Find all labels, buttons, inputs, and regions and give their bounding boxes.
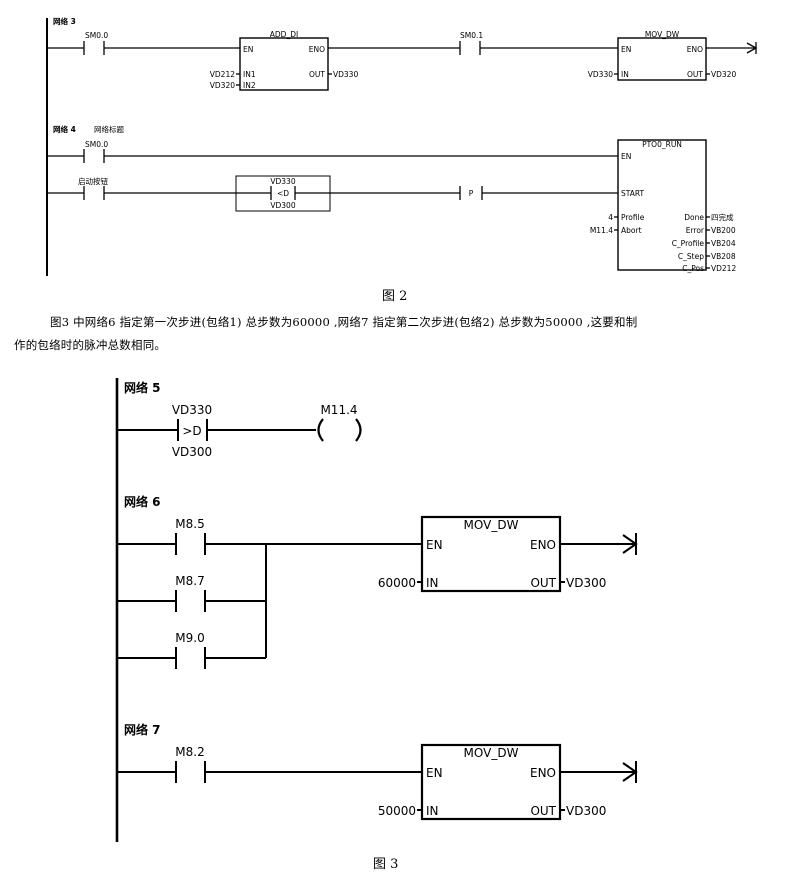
n4-title: 网络 4 [53,124,76,134]
n3-title: 网络 3 [53,16,76,26]
n6-box-out: OUT [530,576,556,590]
fig2-mov-dw-box [617,37,707,81]
n4-output-c-step: C_Step [678,252,704,261]
fig3-n6-mov-dw-box [420,515,562,593]
n3-box1-title: ADD_DI [270,30,298,39]
fig2-add-di-box [239,37,329,91]
n4-compare-op: <D [277,189,289,198]
n4-comment: 网络标题 [94,124,124,134]
figure3-caption: 图 3 [373,857,399,872]
n3-box2-en: EN [621,45,631,54]
n6-box-out-val: VD300 [566,576,606,590]
n7-title: 网络 7 [124,722,161,737]
n3-box2-out-val: VD320 [711,70,736,79]
n7-box-in: IN [426,804,439,818]
n3-box1-in1-val: VD212 [210,70,235,79]
paragraph-line2: 作的包络时的脉冲总数相同。 [14,338,167,352]
n3-box1-out-val: VD330 [333,70,358,79]
n3-box2-title: MOV_DW [645,30,680,39]
n6-box-in-val: 60000 [378,576,416,590]
n3-box2-in-val: VD330 [588,70,613,79]
n3-box1-in1: IN1 [243,70,256,79]
n6-contact-m85: M8.5 [175,517,204,531]
n6-contact-m90: M9.0 [175,631,204,645]
n4-box-title: PTO0_RUN [642,140,682,149]
n3-box2-in: IN [621,70,629,79]
n4-output-done-val: 四完成 [711,212,734,222]
n4-input-profile: Profile [621,213,645,222]
n4-compare-top: VD330 [270,177,295,186]
n3-box1-in2-val: VD320 [210,81,235,90]
n3-box2-out: OUT [687,70,703,79]
n5-cmp-bottom: VD300 [172,445,212,459]
n7-box-in-val: 50000 [378,804,416,818]
n3-box2-eno: ENO [687,45,703,54]
fig2-pto-run-box [617,139,707,271]
n6-box-eno: ENO [530,538,556,552]
n7-box-eno: ENO [530,766,556,780]
n4-contact1-label: SM0.0 [85,140,108,149]
n4-compare-bottom: VD300 [270,201,295,210]
n4-output-c-profile-val: VB204 [711,239,736,248]
n4-output-error: Error [686,226,705,235]
n6-box-in: IN [426,576,439,590]
n7-box-en: EN [426,766,443,780]
n3-contact1-label: SM0.0 [85,31,108,40]
n7-box-out-val: VD300 [566,804,606,818]
n6-title: 网络 6 [124,494,161,509]
paragraph-line1: 图3 中网络6 指定第一次步进(包络1) 总步数为60000 ,网络7 指定第二… [50,315,638,329]
n5-cmp-top: VD330 [172,403,212,417]
n4-input-profile-val: 4 [608,213,613,222]
n6-contact-m87: M8.7 [175,574,204,588]
n4-input-abort: Abort [621,226,642,235]
n4-output-c-profile: C_Profile [672,239,705,248]
n3-box1-eno: ENO [309,45,325,54]
n6-box-en: EN [426,538,443,552]
n4-output-c-step-val: VB208 [711,252,736,261]
n7-box-out: OUT [530,804,556,818]
n4-output-c-pos-val: VD212 [711,264,736,273]
n4-box-en: EN [621,152,631,161]
n6-box-title: MOV_DW [464,518,519,532]
n5-coil-label: M11.4 [320,403,357,417]
n4-output-c-pos: C_Pos [682,264,704,273]
n3-box1-en: EN [243,45,253,54]
n4-contact2-label: 启动按钮 [78,176,108,186]
n4-output-error-val: VB200 [711,226,736,235]
n5-cmp-op: >D [182,424,201,438]
explanation-paragraph: 图3 中网络6 指定第一次步进(包络1) 总步数为60000 ,网络7 指定第二… [14,311,784,357]
n3-contact2-label: SM0.1 [460,31,483,40]
n4-output-done: Done [684,213,704,222]
n7-box-title: MOV_DW [464,746,519,760]
n4-box-start: START [621,189,645,198]
fig3-n7-mov-dw-box [420,743,562,821]
figure2-caption: 图 2 [382,289,408,304]
n3-box1-in2: IN2 [243,81,256,90]
n3-box1-out: OUT [309,70,325,79]
n4-p-label: P [469,189,474,198]
n7-contact-m82: M8.2 [175,745,204,759]
n5-title: 网络 5 [124,380,161,395]
n4-input-abort-val: M11.4 [590,226,613,235]
